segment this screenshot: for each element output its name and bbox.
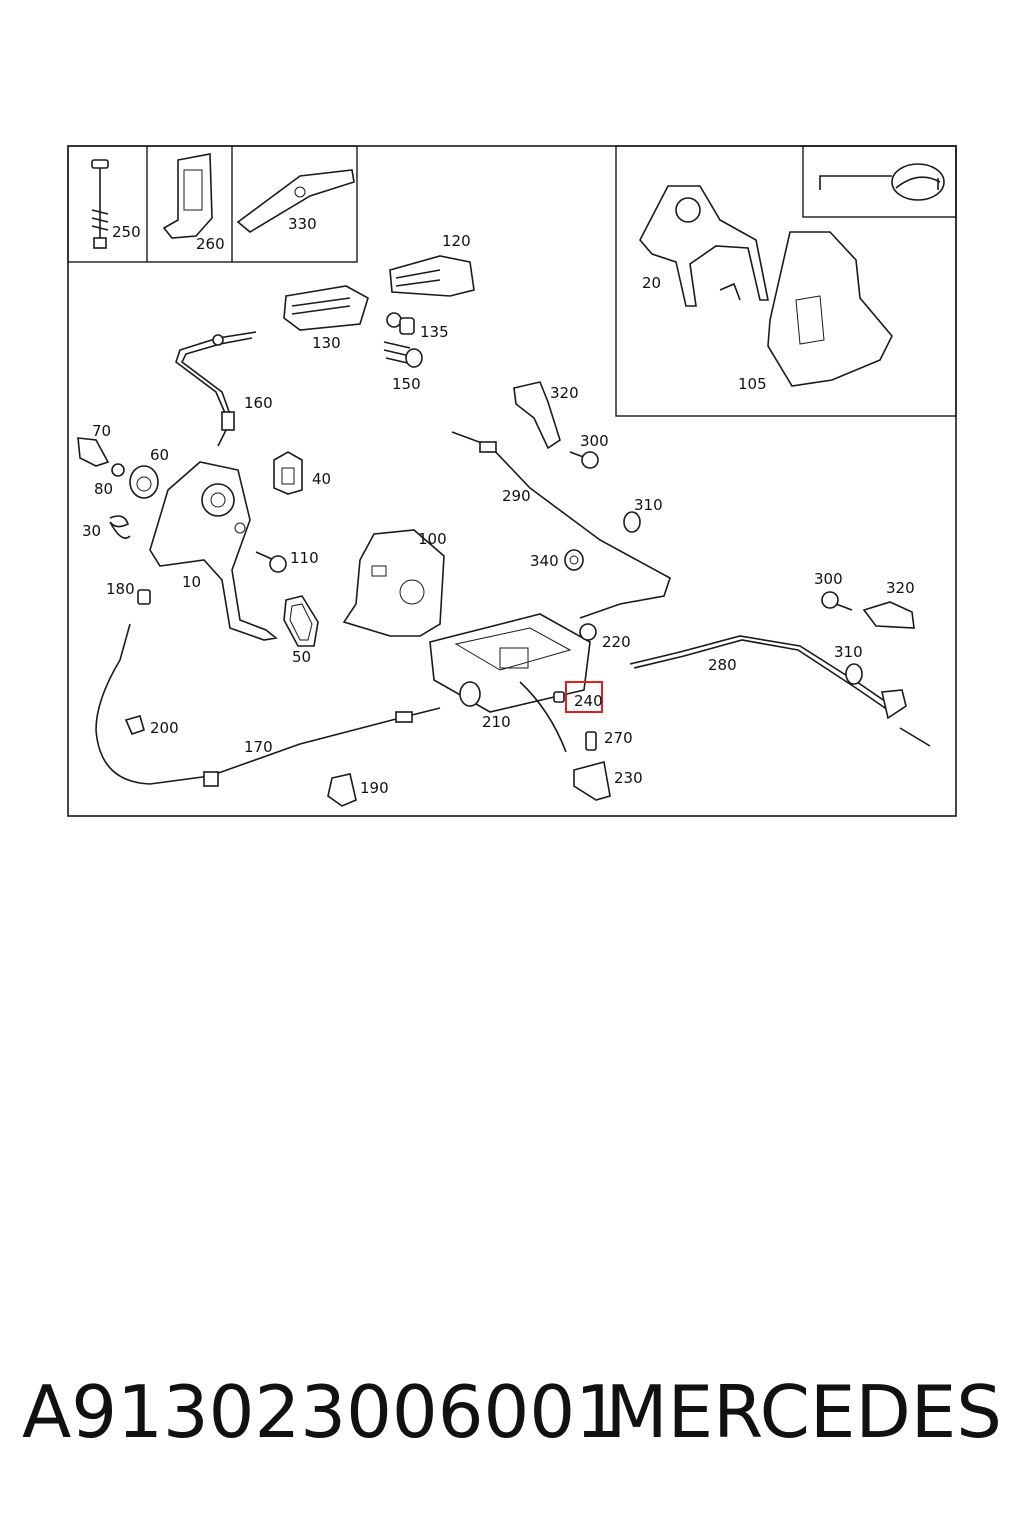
part-150-spring <box>383 341 423 368</box>
callout-20: 20 <box>642 274 661 292</box>
part-100-housing <box>342 529 445 637</box>
callout-170: 170 <box>244 738 273 756</box>
part-330-lever <box>236 169 355 233</box>
part-320-bracket-upper <box>513 381 561 450</box>
part-180-clip <box>137 589 151 605</box>
highlight-box-240 <box>565 681 603 713</box>
callout-30: 30 <box>82 522 101 540</box>
callout-105: 105 <box>738 375 767 393</box>
callout-210: 210 <box>482 713 511 731</box>
callout-80: 80 <box>94 480 113 498</box>
part-20-pedal <box>639 185 769 307</box>
part-110-bolt <box>255 551 287 573</box>
callout-130: 130 <box>312 334 341 352</box>
callout-40: 40 <box>312 470 331 488</box>
callout-10: 10 <box>182 573 201 591</box>
callout-220: 220 <box>602 633 631 651</box>
part-280-cable <box>629 635 931 747</box>
callout-310-upper: 310 <box>634 496 663 514</box>
callout-310-right: 310 <box>834 643 863 661</box>
part-290-cable <box>451 431 671 619</box>
callout-230: 230 <box>614 769 643 787</box>
brand-name: MERCEDES <box>605 1370 1002 1454</box>
part-50-pad <box>283 595 319 647</box>
part-230-bracket <box>573 761 611 801</box>
callout-160: 160 <box>244 394 273 412</box>
callout-250: 250 <box>112 223 141 241</box>
callout-280: 280 <box>708 656 737 674</box>
part-300-bolt-upper <box>569 451 599 469</box>
part-220-nut <box>579 623 597 641</box>
part-190-clip <box>327 773 357 807</box>
callout-320-right: 320 <box>886 579 915 597</box>
steering-symbol-frame <box>802 145 957 218</box>
part-310-grommet-right <box>845 663 863 685</box>
callout-190: 190 <box>360 779 389 797</box>
part-300-bolt-right <box>821 591 853 611</box>
callout-270: 270 <box>604 729 633 747</box>
part-60-bushing <box>129 465 159 499</box>
callout-260: 260 <box>196 235 225 253</box>
part-170-cable <box>95 623 441 787</box>
part-270-pin <box>585 731 597 751</box>
part-number: A913023006001 <box>22 1370 621 1454</box>
callout-300-right: 300 <box>814 570 843 588</box>
part-260-bracket <box>162 153 213 239</box>
callout-290: 290 <box>502 487 531 505</box>
callout-180: 180 <box>106 580 135 598</box>
part-250-bolt <box>91 159 109 249</box>
part-10-pedal <box>149 461 278 641</box>
callout-150: 150 <box>392 375 421 393</box>
callout-50: 50 <box>292 648 311 666</box>
footer: A913023006001 MERCEDES <box>0 1370 1024 1480</box>
part-320-bracket-right <box>862 601 915 629</box>
callout-340: 340 <box>530 552 559 570</box>
callout-70: 70 <box>92 422 111 440</box>
part-340-nut <box>564 549 584 571</box>
main-frame <box>67 145 957 817</box>
callout-320-upper: 320 <box>550 384 579 402</box>
callout-120: 120 <box>442 232 471 250</box>
part-200-clip <box>124 715 145 735</box>
steering-wheel-icon <box>819 163 945 201</box>
part-80-washer <box>111 463 125 477</box>
inset-frame-left <box>67 145 358 263</box>
callout-110: 110 <box>290 549 319 567</box>
part-240-cap <box>553 691 565 703</box>
callout-300-upper: 300 <box>580 432 609 450</box>
part-135-screw <box>386 312 415 335</box>
part-30-spring <box>109 515 131 539</box>
callout-200: 200 <box>150 719 179 737</box>
part-40-mount <box>273 451 303 495</box>
callout-60: 60 <box>150 446 169 464</box>
part-310-grommet-upper <box>623 511 641 533</box>
part-70-clip <box>77 437 110 467</box>
callout-330: 330 <box>288 215 317 233</box>
callout-240: 240 <box>574 692 603 710</box>
part-160-rod <box>175 331 257 447</box>
leader-230 <box>519 681 567 753</box>
part-130-switch <box>283 285 369 331</box>
part-120-connector <box>389 255 475 297</box>
callout-100: 100 <box>418 530 447 548</box>
inset-frame-right <box>615 145 957 417</box>
part-105-cover <box>767 231 893 387</box>
part-210-base <box>429 613 591 713</box>
callout-135: 135 <box>420 323 449 341</box>
